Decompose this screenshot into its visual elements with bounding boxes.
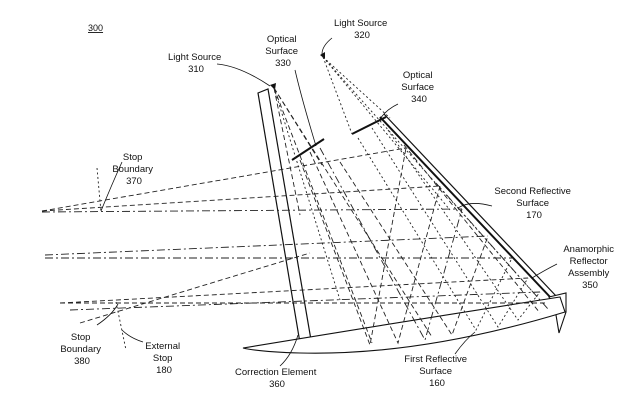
label-optical-surface-340: Optical Surface 340 [401,70,436,105]
first-reflective-surface [243,297,565,353]
label-optical-surface-330: Optical Surface 330 [265,34,300,69]
optical-surface-340 [352,117,386,134]
label-stop-boundary-380: Stop Boundary 380 [60,332,103,367]
label-light-source-320: Light Source 320 [334,18,390,41]
label-second-reflective-surface-170: Second Reflective Surface 170 [494,186,573,221]
optical-surface-330 [292,139,324,160]
label-external-stop-180: External Stop 180 [145,341,183,376]
stop-boundary-370-line [97,168,101,212]
label-correction-element-360: Correction Element 360 [235,367,319,390]
stop-boundary-380-line [116,302,126,350]
label-anamorphic-reflector-assembly-350: Anamorphic Reflector Assembly 350 [563,244,616,291]
correction-element [258,89,311,343]
label-stop-boundary-370: Stop Boundary 370 [112,152,155,187]
figure-number: 300 [88,23,103,33]
label-light-source-310: Light Source 310 [168,52,224,75]
label-first-reflective-surface-160: First Reflective Surface 160 [404,354,469,389]
